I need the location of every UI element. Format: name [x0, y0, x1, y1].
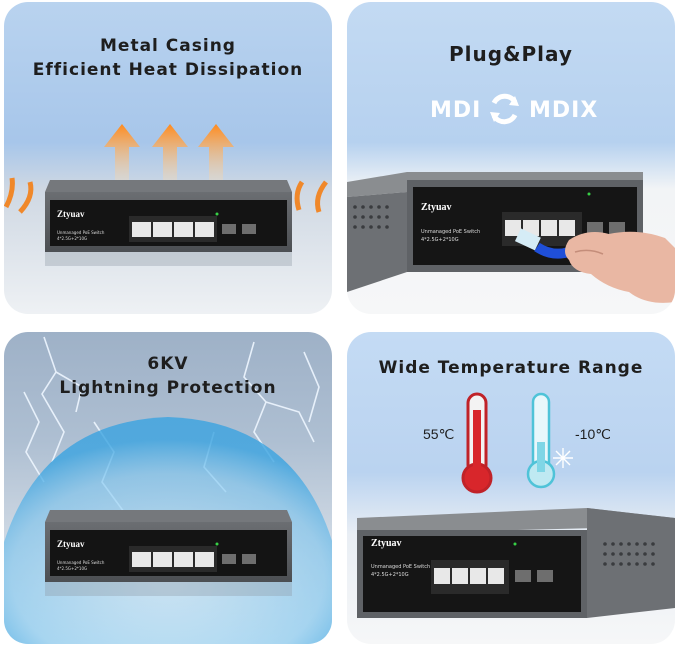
device-model: Unmanaged PoE Switch: [57, 230, 105, 235]
hot-thermometer-icon: [461, 392, 493, 494]
plug-and-play-panel: Plug&Play MDI MDIX: [347, 2, 675, 314]
plug-panel-title: Plug&Play: [449, 42, 573, 66]
network-switch-device: [357, 508, 675, 618]
side-heat-arrow-icon: [18, 181, 34, 214]
device-model: Unmanaged PoE Switch: [57, 560, 105, 565]
swap-arrows-icon: [490, 93, 519, 125]
mdix-label: MDIX: [529, 98, 599, 123]
device-model: Unmanaged PoE Switch: [421, 229, 481, 235]
side-heat-arrow-icon: [4, 177, 15, 209]
heat-up-arrow-icon: [198, 124, 234, 180]
lightning-protection-panel: 6KV Lightning Protection Ztyuav Unmanage…: [4, 332, 332, 644]
device-brand: Ztyuav: [57, 539, 85, 549]
high-temperature-label: 55℃: [423, 426, 455, 442]
network-switch-device: [45, 180, 292, 266]
device-ports: 4*2.5G+2*10G: [57, 236, 88, 241]
device-model: Unmanaged PoE Switch: [371, 564, 431, 570]
device-brand: Ztyuav: [57, 209, 85, 219]
cold-thermometer-icon: [526, 392, 573, 489]
lightning-title-line1: 6KV: [147, 354, 189, 374]
temperature-panel-title: Wide Temperature Range: [378, 358, 644, 378]
device-brand: Ztyuav: [371, 538, 402, 549]
side-heat-arrow-icon: [315, 180, 328, 213]
temperature-illustration: [357, 392, 675, 618]
device-ports: 4*2.5G+2*10G: [421, 237, 459, 243]
network-switch-device: [45, 510, 292, 596]
heat-title-line2: Efficient Heat Dissipation: [32, 60, 304, 80]
hand-icon: [565, 231, 675, 303]
heat-title-line1: Metal Casing: [100, 36, 236, 56]
temperature-range-panel: Wide Temperature Range 55℃ -10℃: [347, 332, 675, 644]
heat-up-arrow-icon: [152, 124, 188, 180]
lightning-illustration: [4, 336, 332, 644]
mdi-label: MDI: [430, 98, 482, 123]
plug-illustration: [347, 93, 675, 303]
heat-up-arrow-icon: [104, 124, 140, 180]
device-brand: Ztyuav: [421, 202, 452, 213]
lightning-panel-title: 6KV Lightning Protection: [4, 352, 332, 400]
device-ports: 4*2.5G+2*10G: [57, 566, 88, 571]
device-ports: 4*2.5G+2*10G: [371, 572, 409, 578]
heat-illustration: [4, 124, 328, 266]
heat-panel-title: Metal Casing Efficient Heat Dissipation: [4, 34, 332, 82]
low-temperature-label: -10℃: [575, 426, 611, 442]
lightning-title-line2: Lightning Protection: [59, 378, 277, 398]
side-heat-arrow-icon: [294, 180, 305, 211]
heat-dissipation-panel: Metal Casing Efficient Heat Dissipation: [4, 2, 332, 314]
